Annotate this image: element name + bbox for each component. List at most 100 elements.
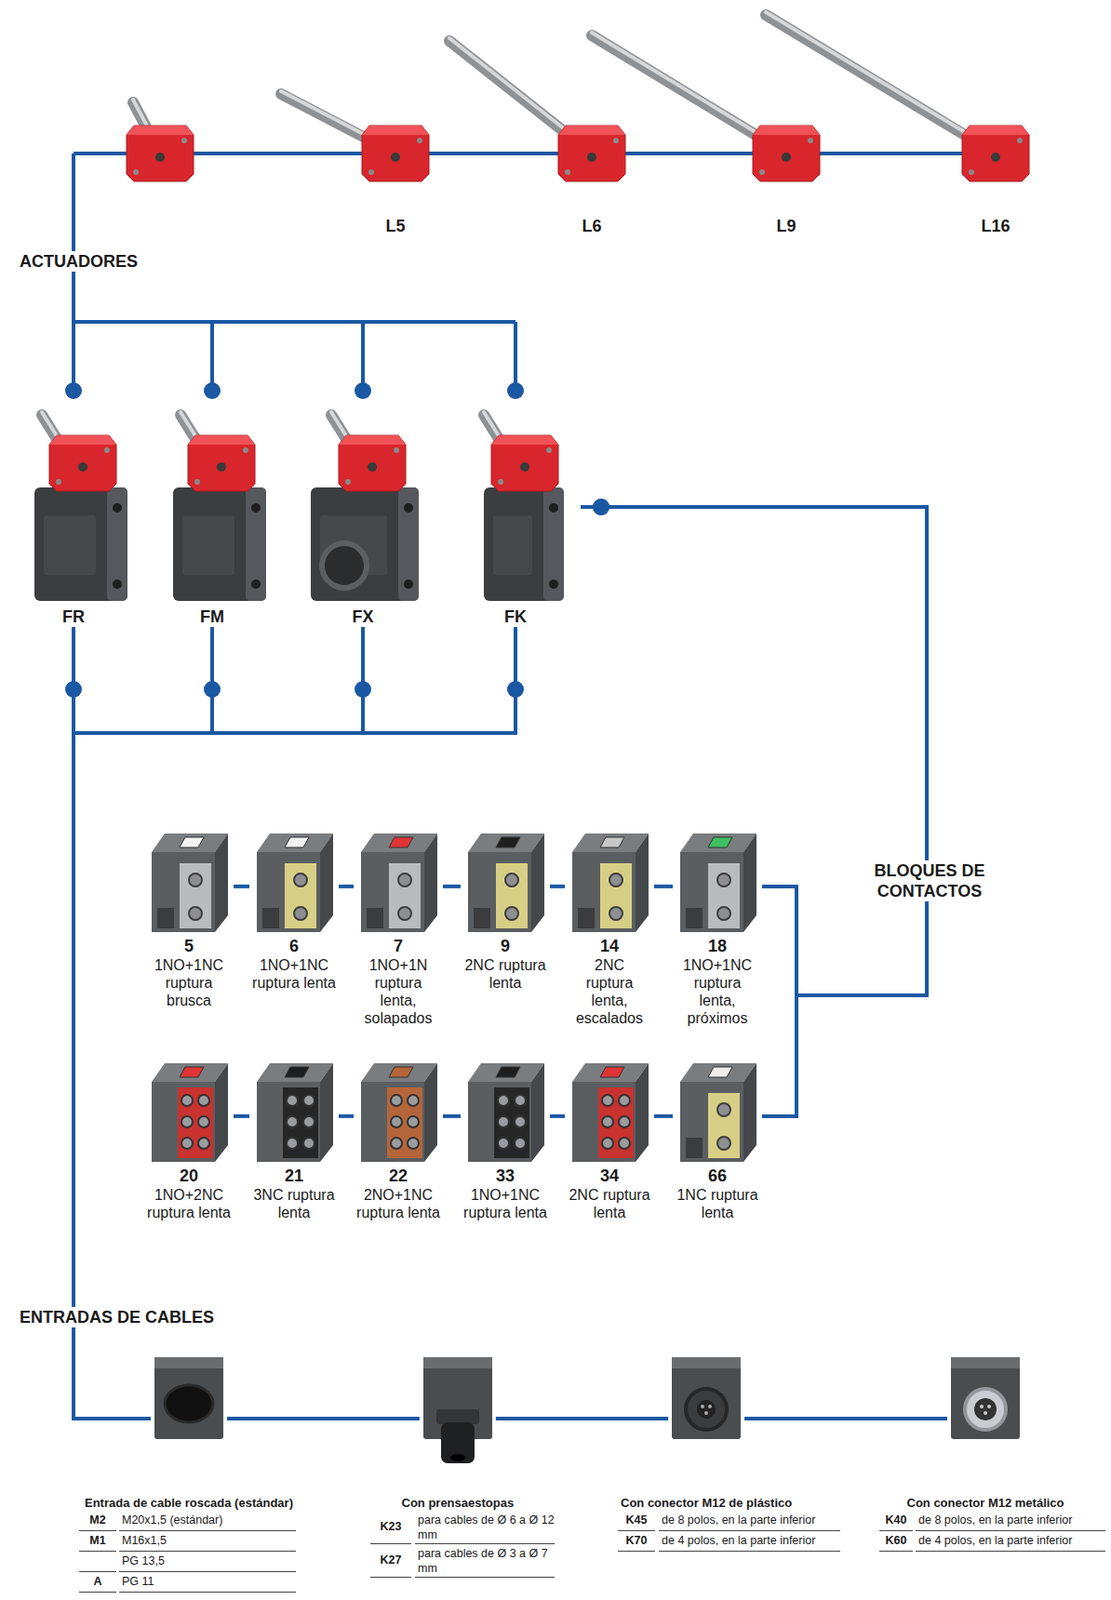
table-cell: de 8 polos, en la parte inferior bbox=[658, 1511, 841, 1532]
contact-block: 92NC ruptura lenta bbox=[451, 826, 560, 992]
head-pin bbox=[497, 479, 504, 485]
terminal-screw bbox=[286, 1095, 298, 1107]
terminal-screw bbox=[497, 1116, 509, 1128]
block-top bbox=[361, 833, 438, 853]
cable-entry: Entrada de cable roscada (estándar) bbox=[84, 1353, 294, 1512]
connector bbox=[549, 885, 565, 887]
label-plate bbox=[182, 515, 235, 576]
indicator bbox=[495, 1067, 521, 1078]
block-front bbox=[151, 1082, 215, 1163]
pin bbox=[700, 1405, 705, 1409]
housing-side bbox=[245, 487, 267, 602]
connector-line bbox=[338, 884, 354, 889]
terminal-screw bbox=[717, 1103, 731, 1117]
terminal-plate bbox=[600, 863, 632, 929]
block-top bbox=[468, 1063, 545, 1083]
block-description: 2NC ruptura lenta bbox=[451, 956, 560, 992]
terminal-screw bbox=[514, 1137, 526, 1150]
connector bbox=[233, 885, 250, 887]
terminal-screw bbox=[602, 1116, 614, 1128]
contact-block-image bbox=[353, 1056, 443, 1166]
fixing-hole bbox=[548, 579, 559, 589]
junction-dot bbox=[65, 382, 82, 400]
block-top bbox=[151, 833, 228, 853]
block-side bbox=[320, 833, 334, 933]
block-front bbox=[361, 852, 425, 933]
housing-side bbox=[543, 487, 564, 602]
terminal-screw bbox=[303, 1137, 315, 1150]
contact-block: 181NO+1NC ruptura lenta, próximos bbox=[672, 826, 763, 1028]
connector-line bbox=[233, 884, 250, 889]
connector bbox=[495, 1418, 669, 1420]
connector-line bbox=[338, 1114, 354, 1119]
block-top bbox=[680, 833, 757, 853]
switch-body: FM bbox=[147, 405, 278, 628]
junction-dot bbox=[354, 681, 372, 698]
block-number: 14 bbox=[600, 936, 619, 957]
switch-image bbox=[147, 405, 278, 603]
head-pin bbox=[546, 447, 552, 454]
indicator bbox=[179, 837, 204, 848]
connector-line bbox=[442, 1114, 461, 1119]
head-top bbox=[361, 125, 429, 135]
contact-block: 342NC ruptura lenta bbox=[558, 1056, 661, 1222]
actuator-head bbox=[361, 125, 429, 182]
terminal-slot bbox=[366, 908, 384, 929]
housing-bottom bbox=[950, 1357, 1020, 1440]
block-front bbox=[680, 852, 744, 933]
terminal-screw bbox=[505, 907, 519, 921]
block-number: 6 bbox=[289, 936, 299, 957]
connector-line bbox=[73, 627, 151, 1419]
fixing-hole bbox=[403, 503, 414, 513]
indicator bbox=[179, 1067, 204, 1078]
terminal-screw bbox=[407, 1137, 419, 1150]
block-number: 9 bbox=[500, 936, 510, 957]
pin bbox=[704, 1411, 709, 1416]
actuator-rod bbox=[765, 14, 996, 154]
connector bbox=[654, 885, 673, 887]
switch-body: FK bbox=[450, 405, 581, 628]
block-description: 1NO+1N ruptura lenta, solapados bbox=[359, 956, 438, 1028]
connector-line bbox=[442, 884, 461, 889]
junction-dot bbox=[354, 382, 372, 400]
junction-dot bbox=[507, 382, 524, 400]
terminal-screw bbox=[609, 873, 623, 887]
group-heading: ENTRADAS DE CABLES bbox=[16, 1307, 217, 1328]
block-side bbox=[214, 833, 228, 933]
indicator bbox=[284, 1067, 309, 1078]
junction-dot bbox=[592, 498, 610, 516]
cable-entry-hole bbox=[321, 543, 367, 589]
junction-dot bbox=[592, 498, 610, 516]
connector bbox=[549, 1115, 565, 1117]
connector-line bbox=[654, 884, 673, 889]
pin bbox=[979, 1405, 984, 1409]
block-front bbox=[256, 852, 321, 933]
contact-block: 61NO+1NC ruptura lenta bbox=[240, 826, 349, 992]
head-top bbox=[752, 125, 820, 135]
head-top bbox=[49, 435, 117, 445]
switch-image bbox=[297, 405, 429, 603]
connector-line bbox=[549, 884, 565, 889]
terminal-screw bbox=[514, 1116, 526, 1128]
terminal-plate bbox=[179, 863, 212, 929]
junction-dot bbox=[65, 681, 82, 698]
contact-block-image bbox=[460, 826, 550, 937]
contact-block-image bbox=[249, 826, 339, 937]
housing-bevel bbox=[671, 1357, 741, 1369]
actuator-head bbox=[962, 125, 1030, 182]
contact-block-image bbox=[460, 1056, 550, 1166]
head-pin bbox=[104, 447, 110, 454]
switch-body: FX bbox=[297, 405, 429, 628]
junction-dot bbox=[507, 681, 524, 698]
head-pin bbox=[613, 137, 619, 144]
block-description: 2NC ruptura lenta bbox=[558, 1186, 661, 1222]
terminal-strip bbox=[494, 1087, 530, 1159]
block-side bbox=[531, 1063, 545, 1163]
m12-connector bbox=[685, 1389, 727, 1431]
indicator bbox=[284, 837, 309, 848]
table-cell: K40 bbox=[879, 1511, 913, 1532]
terminal-screw bbox=[188, 907, 202, 921]
housing-bevel bbox=[950, 1357, 1020, 1369]
terminal-screw bbox=[398, 907, 412, 921]
model-code: FR bbox=[62, 606, 85, 628]
